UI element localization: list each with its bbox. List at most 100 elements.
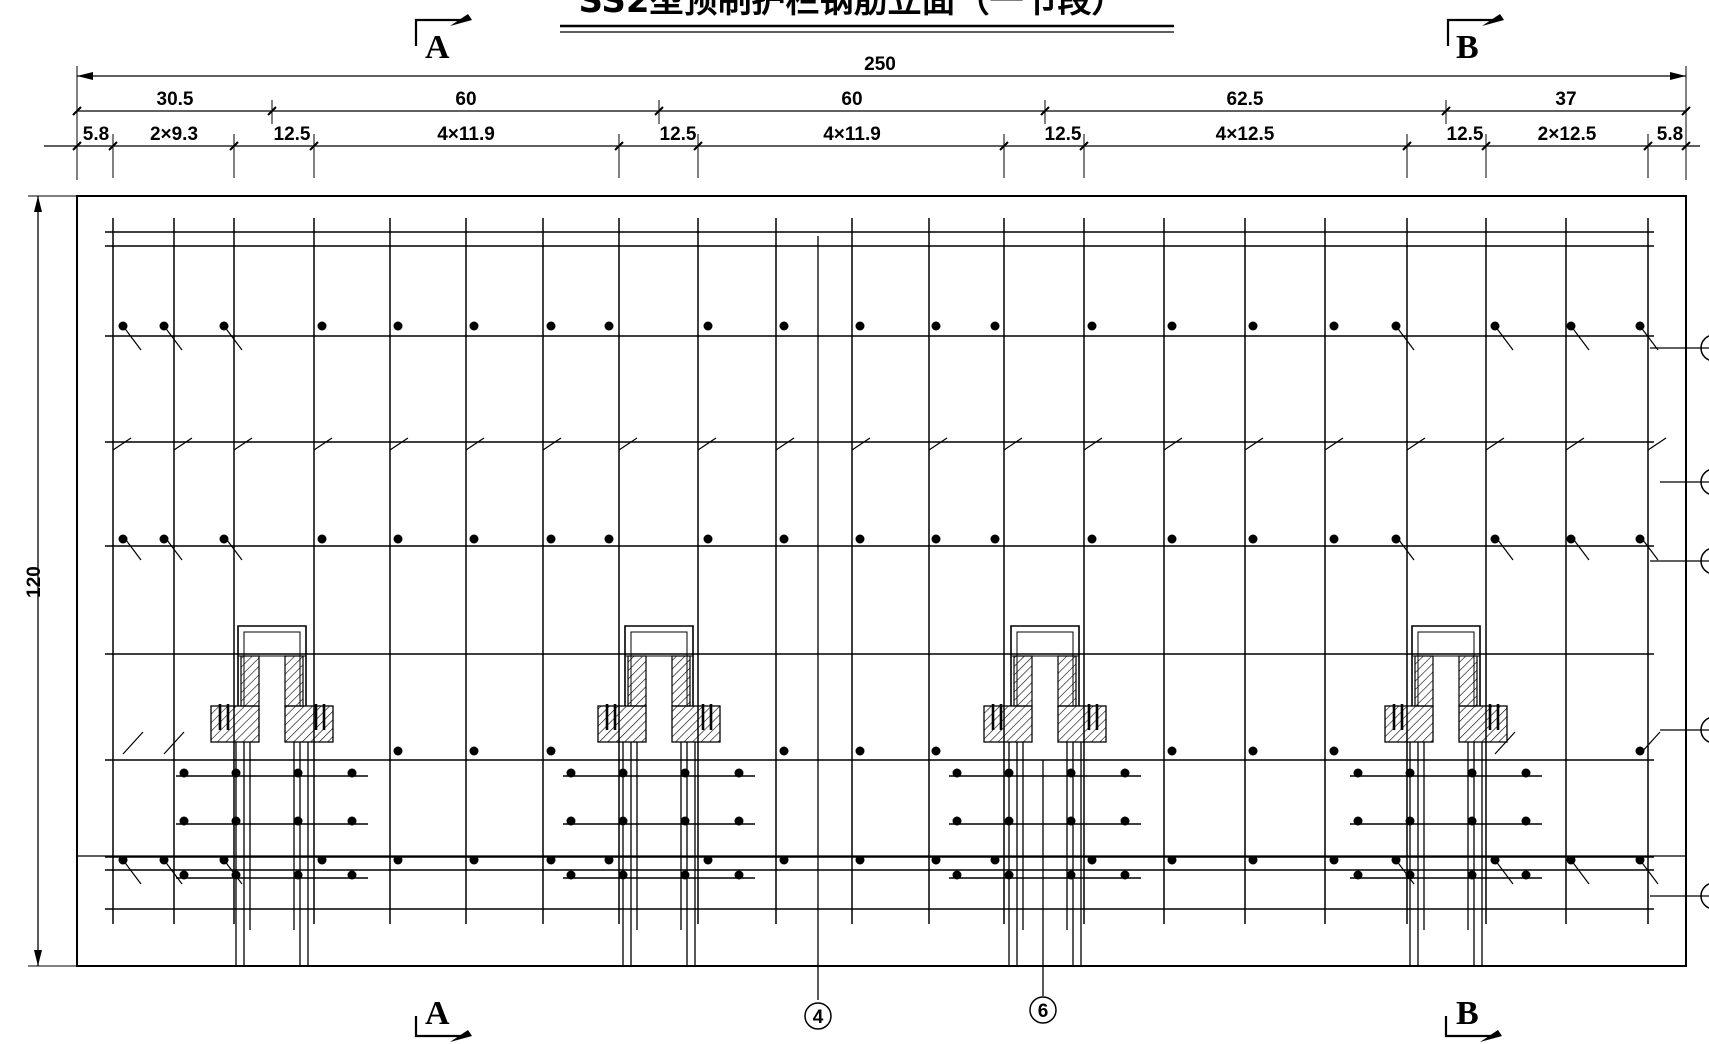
rebar-section-dot [1248,321,1258,331]
dim-label-row1: 60 [841,89,862,110]
rebar-section-dot [231,816,241,826]
anchor-cap [237,625,307,706]
dim-label-row1: 37 [1555,89,1576,110]
rebar-section-dot [1167,321,1177,331]
rebar-section-dot [393,855,403,865]
rebar-section-dot [1467,816,1477,826]
dim-tick [1643,141,1653,151]
rebar-section-dot [566,816,576,826]
rebar-hook [223,325,243,351]
height-label: 120 [24,566,45,598]
rebar-hook [697,437,717,451]
rebar-section-dot [231,870,241,880]
anchor-leg-right [1057,655,1077,707]
rebar-section-dot [179,816,189,826]
rebar-section-dot [317,321,327,331]
dim-tick [1402,141,1412,151]
rebar-section-dot [293,870,303,880]
rebar-section-dot [1120,768,1130,778]
rebar-hook [928,437,948,451]
rebar-section-dot [855,746,865,756]
rebar-section-dot [1467,870,1477,880]
rebar-section-dot [855,321,865,331]
rebar-section-dot [317,855,327,865]
rebar-hook [1570,325,1590,351]
rebar-grid [77,218,1686,924]
rebar-section-dot [1405,768,1415,778]
rebar-hook [542,437,562,451]
anchor-cap [1411,625,1481,706]
rebar-section-dot [317,534,327,544]
anchor-assembly [563,625,755,966]
rebar-hook [223,535,243,561]
rebar-section-dot [1353,768,1363,778]
dim-tick [999,141,1009,151]
rebar-section-dot [469,321,479,331]
rebar-hook [1639,535,1659,561]
rebar-section-dot [159,534,169,544]
anchor-leg-right [671,655,691,707]
rebar-section-dot [779,746,789,756]
rebar-section-dot [469,855,479,865]
rebar-section-dot [990,534,1000,544]
rebar-section-dot [734,870,744,880]
base-plate-left [983,705,1033,743]
dim-arrow [77,72,93,80]
rebar-hook [1494,731,1516,755]
rebar-hook [122,325,142,351]
anchor-details [176,625,1542,966]
rebar-section-dot [1521,816,1531,826]
rebar-section-dot [952,768,962,778]
rebar-section-dot [347,816,357,826]
circle-tag-icon [1700,717,1709,743]
dim-tick [614,141,624,151]
rebar-section-dot [952,870,962,880]
anchor-cap [1010,625,1080,706]
rebar-section-dot [1405,870,1415,880]
right-edge-tags [1650,335,1709,909]
rebar-hook [1570,859,1590,885]
rebar-hook [618,437,638,451]
dim-label-row2: 5.8 [1657,124,1683,145]
section-cut-arrow-icon [450,14,472,26]
dim-tick [1040,106,1050,116]
panel-outline [76,195,1687,967]
rebar-section-dot [1329,534,1339,544]
rebar-section-dot [1353,816,1363,826]
dim-label-row1: 60 [455,89,476,110]
rebar-section-dot [393,321,403,331]
rebar-section-dot [931,746,941,756]
rebar-section-dot [1004,768,1014,778]
dim-tick [1079,141,1089,151]
rebar-section-dot [604,855,614,865]
rebar-section-dot [734,768,744,778]
dim-tick [309,141,319,151]
base-plate-right [284,705,334,743]
anchor-cap [624,625,694,706]
rebar-hook [112,437,132,451]
base-plate-right [1057,705,1107,743]
rebar-section-dot [1167,855,1177,865]
dim-tick [72,141,82,151]
rebar-section-dot [1248,746,1258,756]
rebar-hook [233,437,253,451]
dim-tick [693,141,703,151]
anchor-leg-right [1458,655,1478,707]
rebar-hook [1395,325,1415,351]
rebar-section-dot [1248,534,1258,544]
rebar-section-dot [1635,746,1645,756]
svg-text:A: A [425,995,450,1032]
rebar-section-dot [1066,870,1076,880]
rebar-hook [389,437,409,451]
rebar-hook [1395,535,1415,561]
dim-label-row1: 62.5 [1227,89,1264,110]
dim-arrow [1670,72,1686,80]
rebar-hook [1494,325,1514,351]
dim-tick [654,106,664,116]
rebar-section-dot [931,321,941,331]
dim-label-row2: 4×12.5 [1216,124,1275,145]
section-mark-a-top: A [414,14,472,66]
rebar-hook [775,437,795,451]
circle-tag-icon [804,1002,832,1030]
